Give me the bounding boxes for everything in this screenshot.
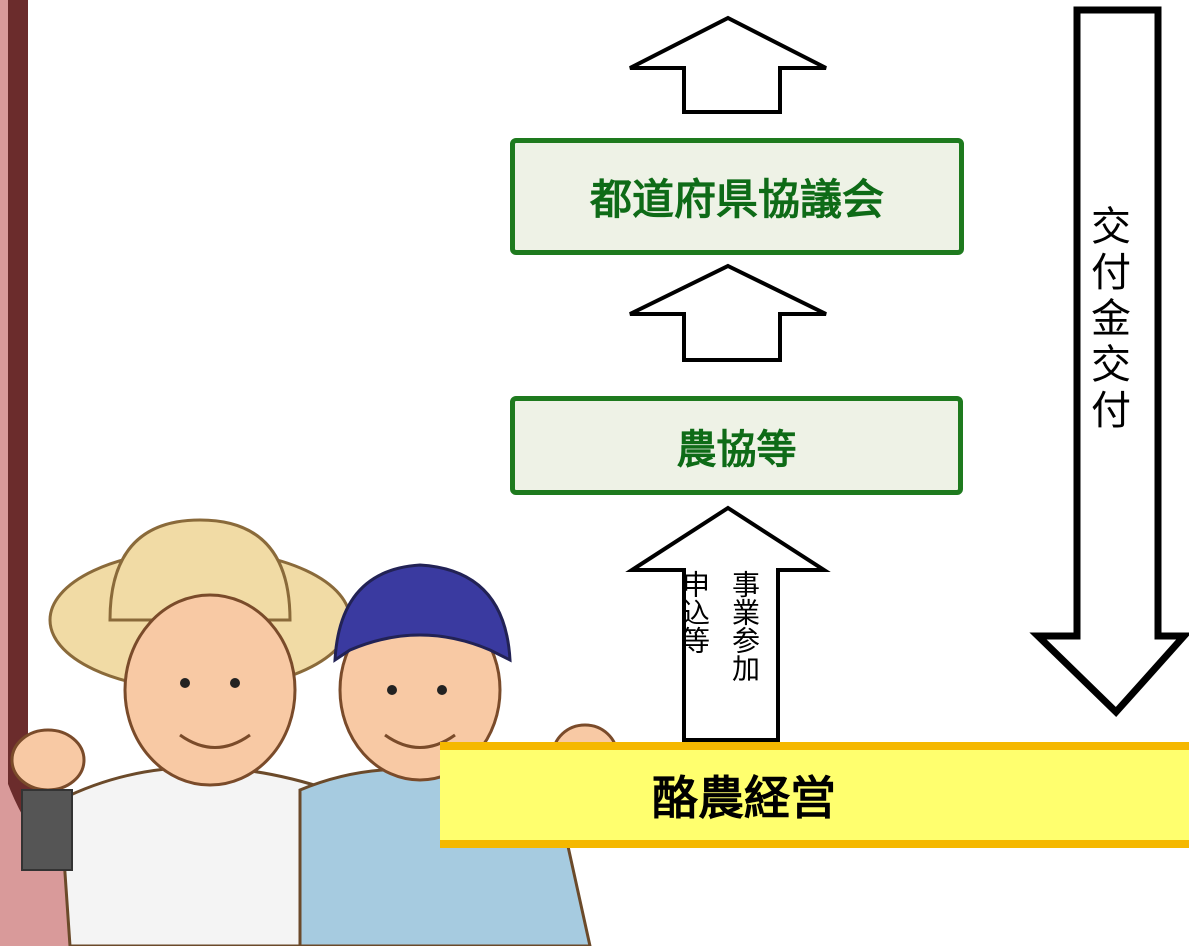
arrow-down-payment: [1029, 6, 1189, 718]
participation-label: 事業参加: [728, 570, 761, 682]
prefectural-council-label: 都道府県協議会: [589, 175, 884, 224]
arrow-up-middle: [629, 263, 827, 362]
grant-payment-label: 交付金交付: [1084, 205, 1130, 435]
agricultural-coop-label: 農協等: [676, 426, 797, 473]
arrow-up-application: [625, 505, 831, 742]
dairy-farming-band: [440, 742, 1189, 848]
prefectural-council-box: 都道府県協議会: [510, 138, 964, 255]
farmers-illustration: [10, 518, 619, 946]
application-label: 申込等: [678, 570, 711, 654]
agricultural-coop-box: 農協等: [510, 396, 963, 495]
dairy-farming-label: 酪農経営: [652, 771, 836, 825]
arrow-up-top: [629, 15, 827, 114]
